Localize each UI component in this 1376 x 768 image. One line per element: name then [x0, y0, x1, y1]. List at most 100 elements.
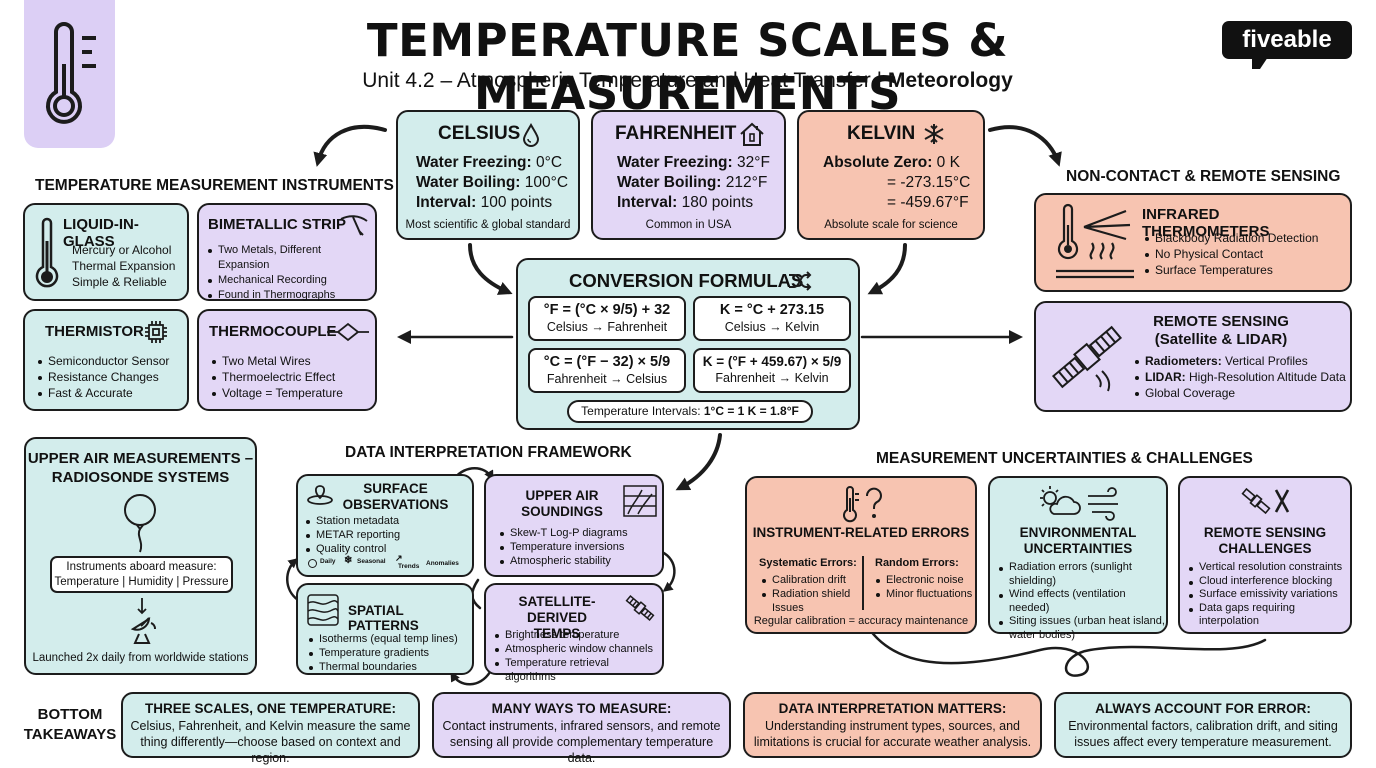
environmental-title: ENVIRONMENTAL UNCERTAINTIES [990, 525, 1166, 557]
thermocouple-item-1: Two Metal Wires [211, 353, 343, 369]
takeaways-label: BOTTOM TAKEAWAYS [22, 705, 118, 745]
remote-challenges-title-line2: CHALLENGES [1218, 541, 1312, 556]
satellite-item-1: Brightness temperature [494, 628, 662, 642]
intervals-value: 1°C = 1 K = 1.8°F [703, 404, 799, 418]
remote-challenges-title-line1: REMOTE SENSING [1203, 525, 1327, 540]
surface-item-2: METAR reporting [305, 528, 400, 542]
isotherm-map-icon [307, 594, 339, 626]
takeaway-2-title: MANY WAYS TO MEASURE: [491, 701, 672, 716]
takeaway-3-title: DATA INTERPRETATION MATTERS: [778, 701, 1007, 716]
wire-junction-icon [327, 322, 369, 342]
radiosonde-instruments-box: Instruments aboard measure: Temperature … [50, 556, 233, 593]
mini-clock-icon [308, 559, 317, 568]
fahrenheit-title: FAHRENHEIT [615, 123, 737, 144]
environmental-list: Radiation errors (sunlight shielding) Wi… [998, 561, 1166, 642]
fahrenheit-boiling-value: 212°F [721, 174, 768, 191]
radiosonde-footer: Launched 2x daily from worldwide station… [32, 652, 249, 664]
kelvin-fahrenheit-eq: = -459.67°F [887, 194, 969, 211]
remote-sensing-title-line2: (Satellite & LIDAR) [1154, 331, 1288, 348]
satellite-item-2: Atmospheric window channels [494, 642, 662, 656]
bimetallic-item-2: Mechanical Recording [207, 273, 375, 288]
kelvin-note: Absolute scale for science [824, 219, 958, 231]
thermocouple-item-3: Voltage = Temperature [211, 385, 343, 401]
formula-c-to-k: K = °C + 273.15 Celsius → Kelvin [693, 296, 851, 341]
infrared-sensor-icon [1056, 203, 1134, 279]
fahrenheit-interval-value: 180 points [677, 194, 754, 211]
page-title: TEMPERATURE SCALES & MEASUREMENTS [366, 14, 1009, 120]
logo-thermometer-tile [24, 0, 115, 148]
surface-list: Station metadata METAR reporting Quality… [305, 514, 400, 556]
snowflake-icon [924, 124, 944, 144]
instrument-errors-card: INSTRUMENT-RELATED ERRORS Systematic Err… [745, 476, 977, 634]
fahrenheit-interval-label: Interval: [617, 194, 678, 211]
formula-f-to-c-desc: Fahrenheit → Celsius [546, 372, 668, 386]
celsius-boiling-value: 100°C [520, 174, 569, 191]
takeaway-4-title: ALWAYS ACCOUNT FOR ERROR: [1095, 701, 1311, 716]
arrow-to-remote [988, 125, 1062, 167]
house-icon [740, 122, 764, 146]
remote-sensing-item-2: LIDAR: High-Resolution Altitude Data [1134, 369, 1346, 385]
celsius-interval-value: 100 points [476, 194, 553, 211]
formula-f-to-k-expr: K = (°F + 459.67) × 5/9 [702, 354, 842, 369]
systematic-errors-title: Systematic Errors: [759, 557, 857, 569]
satellite-item-3: Temperature retrieval algorithms [494, 656, 662, 684]
takeaway-card-1: THREE SCALES, ONE TEMPERATURE: Celsius, … [121, 692, 420, 765]
takeaway-1-title: THREE SCALES, ONE TEMPERATURE: [144, 701, 396, 716]
satellite-small-icon [625, 595, 655, 621]
formula-c-to-f: °F = (°C × 9/5) + 32 Celsius → Fahrenhei… [528, 296, 686, 341]
environmental-item-1: Radiation errors (sunlight shielding) [998, 561, 1166, 588]
radiosonde-box-line1: Instruments aboard measure: [66, 561, 217, 573]
surface-title: SURFACE OBSERVATIONS [328, 481, 463, 513]
fahrenheit-card: FAHRENHEIT Water Freezing: 32°F Water Bo… [591, 110, 786, 240]
bimetal-tool-icon [340, 215, 368, 236]
liquid-line-3: Simple & Reliable [72, 275, 167, 289]
subtitle-bold: Meteorology [887, 69, 1013, 92]
thermocouple-item-2: Thermoelectric Effect [211, 369, 343, 385]
instrument-errors-title: INSTRUMENT-RELATED ERRORS [752, 525, 970, 540]
brand-logo: fiveable [1222, 21, 1352, 59]
thermometer-icon [46, 22, 96, 124]
shuffle-icon [789, 271, 812, 291]
arrow-celsius-to-conversion [468, 243, 513, 295]
balloon-icon [124, 494, 156, 553]
spatial-title: SPATIAL PATTERNS [348, 603, 419, 633]
radiosonde-box-line2: Temperature | Humidity | Pressure [54, 576, 229, 588]
random-errors-list: Electronic noise Minor fluctuations [875, 573, 972, 601]
takeaway-3-body: Understanding instrument types, sources,… [753, 719, 1032, 749]
radiometers-label: Radiometers: [1145, 354, 1222, 368]
soundings-item-2: Temperature inversions [499, 540, 628, 554]
takeaways-label-line1: BOTTOM [37, 706, 103, 723]
soundings-list: Skew-T Log-P diagrams Temperature invers… [499, 526, 628, 568]
celsius-title: CELSIUS [438, 123, 521, 144]
takeaway-card-4: ALWAYS ACCOUNT FOR ERROR: Environmental … [1054, 692, 1352, 758]
page-subtitle: Unit 4.2 – Atmospheric Temperature and H… [200, 69, 1175, 93]
remote-sensing-list: Radiometers: Vertical Profiles LIDAR: Hi… [1134, 353, 1346, 401]
cycle-arrow-bottom [450, 670, 492, 686]
arrow-conversion-to-framework [675, 433, 722, 491]
satellite-title: SATELLITE-DERIVED TEMPS [492, 594, 622, 642]
remote-challenges-title: REMOTE SENSING CHALLENGES [1180, 525, 1350, 557]
fahrenheit-freezing-label: Water Freezing: [617, 154, 733, 171]
spatial-item-3: Thermal boundaries [308, 660, 458, 674]
thermistor-list: Semiconductor Sensor Resistance Changes … [37, 353, 169, 401]
bimetallic-list: Two Metals, Different Expansion Mechanic… [207, 243, 375, 303]
instruments-heading: TEMPERATURE MEASUREMENT INSTRUMENTS [35, 177, 394, 194]
fahrenheit-freezing-value: 32°F [732, 154, 770, 171]
infrared-list: Blackbody Radiation Detection No Physica… [1144, 230, 1318, 278]
remote-sensing-item-3: Global Coverage [1134, 385, 1346, 401]
upper-air-title-line2: RADIOSONDE SYSTEMS [51, 469, 230, 486]
brand-name: fiveable [1242, 26, 1332, 53]
kelvin-absolute-value: 0 K [932, 154, 960, 171]
systematic-item-1: Calibration drift [761, 573, 861, 587]
brand-logo-tail [1252, 57, 1268, 69]
environmental-item-3: Siting issues (urban heat island, water … [998, 615, 1166, 642]
intervals-label: Temperature Intervals: [581, 404, 704, 418]
sun-cloud-wind-icon [1040, 486, 1118, 521]
upper-air-soundings-card: UPPER AIR SOUNDINGS Skew-T Log-P diagram… [484, 474, 664, 577]
uncertainties-heading: MEASUREMENT UNCERTAINTIES & CHALLENGES [876, 450, 1253, 467]
infrared-title: INFRARED THERMOMETERS [1142, 206, 1270, 240]
framework-heading: DATA INTERPRETATION FRAMEWORK [345, 444, 632, 461]
takeaway-1-body: Celsius, Fahrenheit, and Kelvin measure … [130, 719, 411, 765]
upper-air-title: UPPER AIR MEASUREMENTS – RADIOSONDE SYST… [26, 449, 255, 487]
environmental-item-2: Wind effects (ventilation needed) [998, 588, 1166, 615]
